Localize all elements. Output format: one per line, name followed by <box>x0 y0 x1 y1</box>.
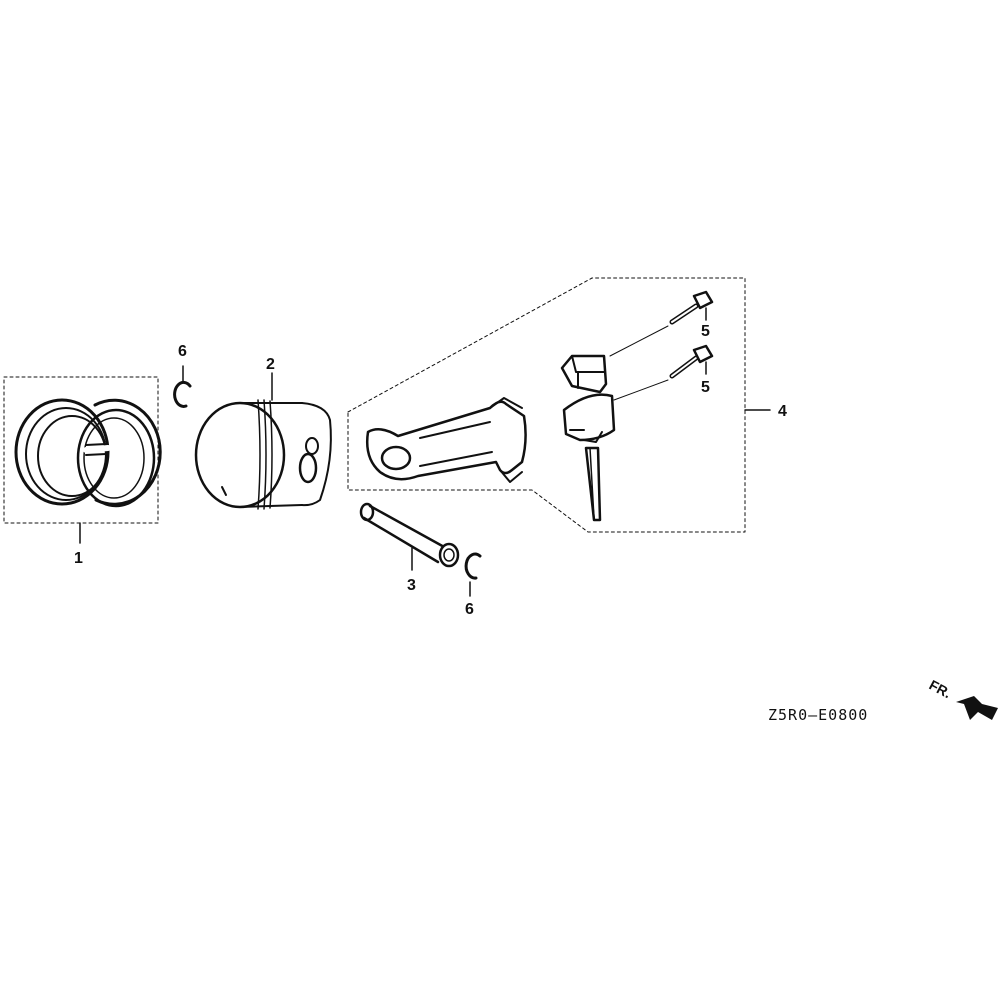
callout-6-upper-label: 6 <box>178 343 187 360</box>
piston-pin-clip-lower <box>464 552 482 597</box>
diagram-code: Z5R0—E0800 <box>768 706 868 724</box>
front-direction-label: FR. <box>927 677 954 702</box>
piston-pin <box>359 502 460 571</box>
piston-rings-group <box>3 376 162 544</box>
rod-bolt-upper <box>669 290 714 325</box>
callout-5-upper-label: 5 <box>701 323 710 340</box>
front-direction-arrow <box>956 696 998 720</box>
callout-1-label: 1 <box>74 550 83 567</box>
callout-5-lower-label: 5 <box>701 379 710 396</box>
connecting-rod-frame <box>347 277 746 533</box>
callout-4-label: 4 <box>778 403 787 420</box>
connecting-rod <box>366 397 527 483</box>
callout-2-label: 2 <box>266 356 275 373</box>
rod-bolt-lower <box>669 344 714 379</box>
connecting-rod-assembly <box>347 277 771 533</box>
callout-3-label: 3 <box>407 577 416 594</box>
piston-pin-clip-upper <box>173 365 192 408</box>
piston <box>194 372 332 510</box>
rod-cap <box>560 354 616 522</box>
piston-ring-set <box>14 398 162 508</box>
callout-6-lower-label: 6 <box>465 601 474 618</box>
